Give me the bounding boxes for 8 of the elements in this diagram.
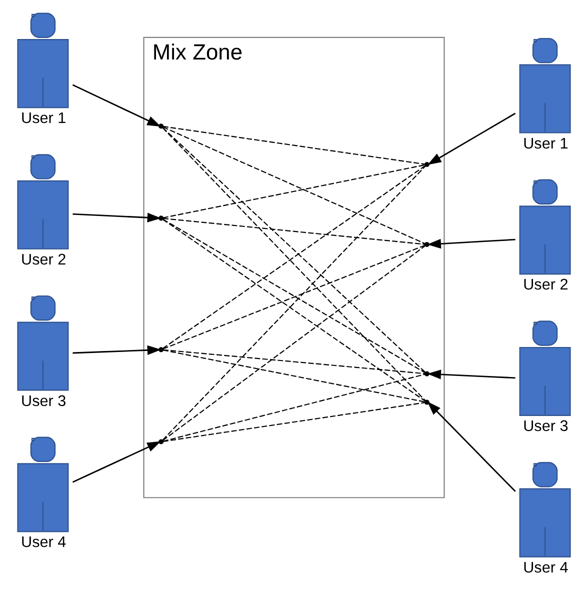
node-label: User 1 — [21, 110, 66, 128]
node-label: User 2 — [523, 276, 568, 294]
node-label: User 4 — [21, 534, 66, 552]
node-label: User 4 — [523, 559, 568, 576]
node-label: User 3 — [523, 418, 568, 435]
node-label: User 3 — [21, 392, 66, 410]
node-label: User 2 — [21, 251, 66, 268]
node-label: User 1 — [523, 135, 568, 152]
